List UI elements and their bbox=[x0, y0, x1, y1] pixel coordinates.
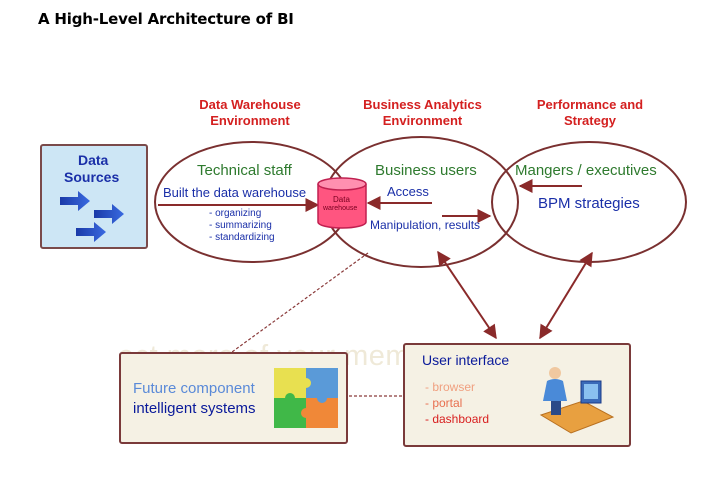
user-at-computer-icon bbox=[539, 367, 615, 434]
data-sources-label-line2: Sources bbox=[64, 169, 120, 185]
warehouse-label-line1: Data bbox=[333, 195, 350, 204]
header-dw-line2: Environment bbox=[210, 113, 290, 128]
header-ba-line2: Environment bbox=[382, 113, 463, 128]
future-component-box: Future component intelligent systems bbox=[119, 352, 348, 444]
header-ps-line1: Performance and bbox=[536, 97, 644, 112]
intelligent-systems-label: intelligent systems bbox=[133, 400, 256, 417]
diagram-title: A High-Level Architecture of BI bbox=[38, 10, 294, 28]
data-warehouse-cylinder-icon bbox=[317, 177, 367, 229]
tech-item-summarizing: - summarizing bbox=[209, 220, 272, 231]
tech-item-standardizing: - standardizing bbox=[209, 232, 275, 243]
future-component-label: Future component bbox=[133, 380, 255, 397]
header-ps-line2: Strategy bbox=[563, 113, 617, 128]
header-data-warehouse: Data Warehouse Environment bbox=[180, 97, 320, 129]
ui-to-business-arrow bbox=[437, 250, 497, 340]
business-users-label: Business users bbox=[375, 162, 477, 179]
access-label: Access bbox=[387, 184, 429, 199]
data-sources-label-line1: Data bbox=[78, 152, 109, 168]
header-dw-line1: Data Warehouse bbox=[199, 97, 301, 112]
dw-to-future-connector bbox=[231, 252, 369, 353]
ui-to-managers-arrow bbox=[539, 251, 593, 340]
ui-item-browser: - browser bbox=[425, 380, 476, 394]
data-arrows-icon bbox=[60, 191, 124, 242]
ui-item-dashboard: - dashboard bbox=[425, 412, 490, 426]
user-interface-box: User interface - browser - portal - dash… bbox=[403, 343, 631, 447]
user-interface-label: User interface bbox=[422, 352, 510, 368]
built-warehouse-label: Built the data warehouse bbox=[163, 185, 307, 200]
data-sources-box: Data Sources bbox=[40, 144, 148, 249]
technical-staff-label: Technical staff bbox=[197, 162, 292, 179]
warehouse-label-line2: warehouse bbox=[323, 205, 358, 212]
ui-item-portal: - portal bbox=[425, 396, 463, 410]
manipulation-label: Manipulation, results bbox=[370, 218, 481, 232]
header-business-analytics: Business Analytics Environment bbox=[350, 97, 495, 129]
puzzle-icon bbox=[274, 368, 338, 428]
managers-label: Mangers / executives bbox=[515, 162, 657, 179]
tech-item-organizing: - organizing bbox=[209, 208, 262, 219]
header-performance-strategy: Performance and Strategy bbox=[520, 97, 660, 129]
bpm-strategies-label: BPM strategies bbox=[538, 195, 640, 212]
header-ba-line1: Business Analytics bbox=[363, 97, 482, 112]
